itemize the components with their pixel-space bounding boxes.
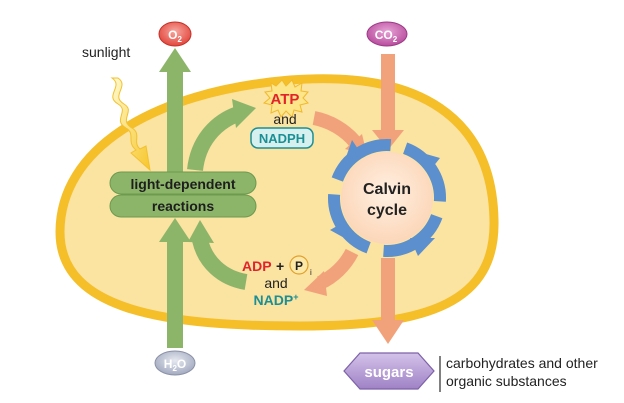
sugars-label: sugars <box>364 364 413 381</box>
h2o-h: H <box>164 357 173 371</box>
co2-main: CO <box>375 28 393 42</box>
co2-badge: CO2 <box>366 21 408 47</box>
o2-sub: 2 <box>177 35 182 44</box>
svg-text:O2: O2 <box>168 28 182 44</box>
phosphate-sub: i <box>310 268 312 277</box>
nadp-sup: + <box>293 292 298 302</box>
o2-main: O <box>168 28 177 42</box>
arrow-from-adp <box>188 220 248 290</box>
sugars-badge: sugars <box>343 352 435 390</box>
sunlight-label: sunlight <box>82 44 130 60</box>
phosphate-badge: P i <box>289 255 312 277</box>
sugars-note-line1: carbohydrates and other <box>446 355 598 371</box>
calvin-label-line2: cycle <box>367 202 407 219</box>
sunlight: sunlight <box>82 44 151 172</box>
calvin-label-line1: Calvin <box>363 181 411 198</box>
light-reactions-label-line2: reactions <box>152 198 214 214</box>
h2o-sub: 2 <box>172 364 177 373</box>
adp-label: ADP <box>242 258 272 274</box>
o2-badge: O2 <box>158 21 192 47</box>
arrow-from-h2o <box>159 218 191 348</box>
nadp-label: NADP <box>254 292 294 308</box>
calvin-cycle: Calvin cycle <box>328 139 446 257</box>
and-bottom-label: and <box>264 275 287 291</box>
h2o-badge: H2O <box>154 350 196 376</box>
sugars-note-line2: organic substances <box>446 373 567 389</box>
arrow-from-calvin <box>304 248 359 296</box>
svg-text:H2O: H2O <box>164 357 186 373</box>
svg-text:NADP+: NADP+ <box>254 292 299 308</box>
phosphate-label: P <box>295 259 303 273</box>
plus-label: + <box>276 258 284 274</box>
svg-text:CO2: CO2 <box>375 28 398 44</box>
nadph-badge: NADPH <box>250 127 314 149</box>
thylakoid-stack: light-dependent reactions <box>109 171 257 218</box>
co2-sub: 2 <box>393 35 398 44</box>
nadph-label: NADPH <box>259 131 305 146</box>
sunlight-ray-icon <box>110 77 151 172</box>
atp-label: ATP <box>271 91 300 108</box>
arrow-to-atp <box>187 99 256 172</box>
arrow-to-o2 <box>159 48 191 178</box>
h2o-o: O <box>177 357 186 371</box>
arrow-to-sugars <box>372 258 404 344</box>
and-top-label: and <box>273 111 296 127</box>
atp-badge: ATP <box>262 79 309 118</box>
atp-starburst-icon <box>262 79 309 118</box>
light-reactions-label-line1: light-dependent <box>131 176 236 192</box>
